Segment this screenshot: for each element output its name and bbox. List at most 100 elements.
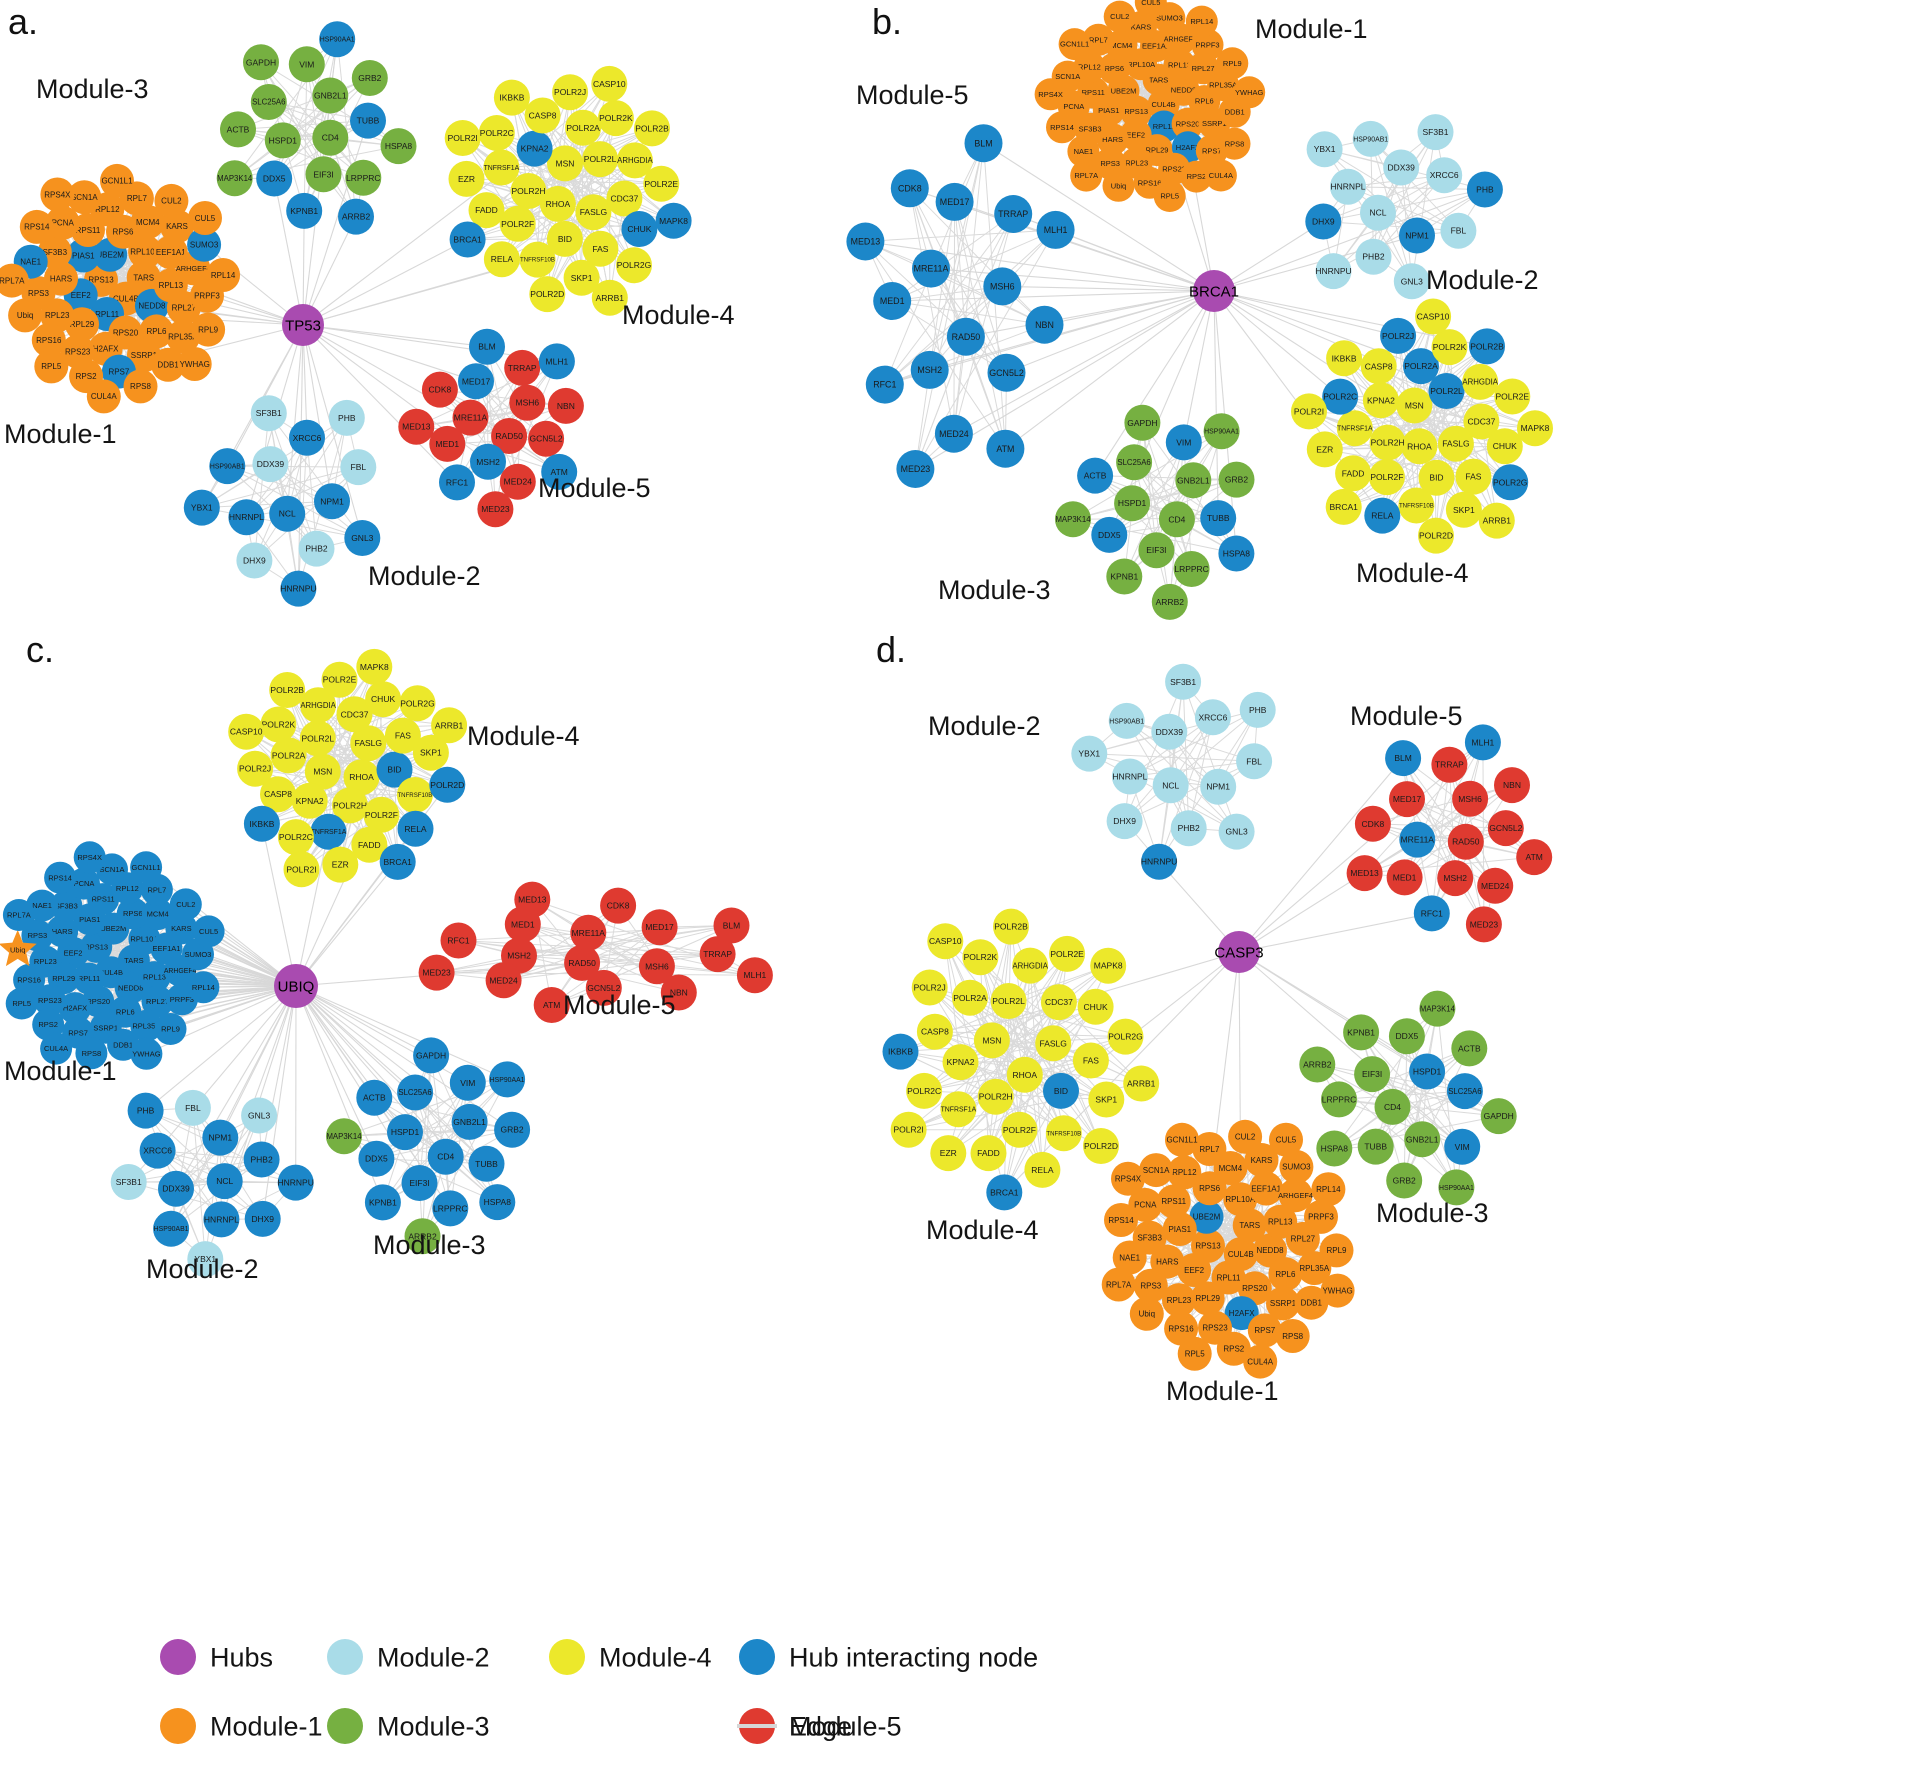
node-GNB2L1: GNB2L1 — [1404, 1121, 1441, 1158]
node-label: IKBKB — [1332, 353, 1357, 363]
node-LRPPRC: LRPPRC — [1173, 551, 1210, 587]
node-PHB2: PHB2 — [298, 530, 335, 567]
node-label: ARHGDIA — [300, 701, 336, 710]
node-EIF3I: EIF3I — [1138, 532, 1175, 569]
node-RPL29: RPL29 — [1190, 1281, 1225, 1316]
node-PCNA: PCNA — [1128, 1187, 1163, 1222]
node-DDX39: DDX39 — [1151, 713, 1188, 750]
node-label: TNFRSF1A — [1337, 426, 1373, 433]
node-label: HNRNPU — [278, 1178, 314, 1188]
node-FADD: FADD — [1335, 455, 1372, 492]
node-label: NAE1 — [1119, 1253, 1140, 1262]
node-CUL4A: CUL4A — [1243, 1344, 1278, 1379]
node-CD4: CD4 — [1158, 501, 1195, 538]
node-XRCC6: XRCC6 — [289, 419, 325, 456]
node-label: DDX5 — [365, 1154, 388, 1164]
node-label: MED24 — [939, 429, 969, 439]
node-NCL: NCL — [1360, 194, 1396, 231]
node-label: KPNA2 — [296, 796, 324, 806]
node-label: UBE2M — [1111, 86, 1137, 95]
node-DHX9: DHX9 — [1106, 803, 1143, 840]
module-label: Module-5 — [856, 80, 969, 110]
node-label: POLR2I — [893, 1125, 923, 1135]
node-label: RPL7A — [7, 911, 31, 920]
node-MED1: MED1 — [873, 282, 912, 320]
node-label: SKP1 — [1095, 1094, 1117, 1104]
node-RPS7: RPS7 — [1247, 1313, 1282, 1348]
node-label: RPS6 — [1105, 64, 1125, 73]
node-RPL11: RPL11 — [1211, 1260, 1246, 1295]
node-YWHAG: YWHAG — [177, 347, 212, 381]
node-MED23: MED23 — [477, 491, 514, 528]
node-label: CDK8 — [898, 183, 922, 193]
node-label: RPS23 — [1162, 164, 1186, 173]
node-POLR2B: POLR2B — [1469, 328, 1505, 365]
module-label: Module-3 — [938, 575, 1051, 605]
node-label: RPL7 — [1089, 35, 1108, 44]
node-label: EZR — [332, 860, 349, 870]
node-RPL7A: RPL7A — [2, 899, 35, 931]
node-label: PHB — [137, 1106, 155, 1116]
nodes-layer: NCLDDX39NPM1HNRNPLXRCC6PHB2HSP90AB1FBLDH… — [882, 663, 1553, 1379]
node-label: SCN1A — [99, 865, 124, 874]
node-label: RPS2 — [38, 1020, 58, 1029]
node-label: PRPF3 — [1195, 41, 1219, 50]
node-SF3B1: SF3B1 — [1417, 114, 1454, 151]
node-label: MED13 — [518, 895, 547, 905]
node-RPL7A: RPL7A — [1070, 159, 1103, 192]
node-POLR2C: POLR2C — [1322, 378, 1359, 415]
node-label: HNRNPU — [1141, 857, 1177, 867]
node-label: BLM — [723, 920, 740, 930]
node-label: TUBB — [1207, 513, 1230, 523]
node-FBL: FBL — [1440, 212, 1477, 249]
node-label: POLR2K — [964, 952, 998, 962]
node-CUL5: CUL5 — [1134, 0, 1167, 19]
node-label: MAP3K14 — [217, 174, 253, 183]
node-HSP90AA1: HSP90AA1 — [1203, 413, 1240, 450]
node-label: LRPPRC — [1322, 1094, 1356, 1104]
node-label: MCM4 — [1219, 1164, 1243, 1173]
node-label: RPL35A — [168, 333, 198, 342]
node-PHB: PHB — [1239, 691, 1276, 728]
node-label: RELA — [404, 824, 427, 834]
node-label: RPL10A — [1127, 60, 1155, 69]
node-label: GNB2L1 — [1406, 1134, 1439, 1144]
node-label: CUL5 — [1276, 1136, 1297, 1145]
node-RFC1: RFC1 — [865, 365, 904, 404]
node-CUL2: CUL2 — [1103, 0, 1136, 33]
node-NAE1: NAE1 — [1067, 135, 1100, 168]
node-MED13: MED13 — [398, 408, 435, 445]
node-label: RELA — [1031, 1165, 1054, 1175]
node-RPL14: RPL14 — [206, 258, 241, 292]
node-CD4: CD4 — [427, 1138, 464, 1175]
module-label: Module-1 — [4, 1056, 117, 1086]
node-label: POLR2F — [1003, 1125, 1036, 1135]
node-CUL4A: CUL4A — [40, 1032, 73, 1065]
node-label: POLR2L — [992, 996, 1025, 1006]
node-label: RPS20 — [1242, 1284, 1268, 1293]
node-IKBKB: IKBKB — [882, 1033, 919, 1070]
node-VIM: VIM — [449, 1064, 486, 1101]
node-FADD: FADD — [351, 826, 388, 863]
node-MSH2: MSH2 — [1437, 860, 1474, 897]
node-GCN5L2: GCN5L2 — [585, 969, 622, 1006]
node-HNRNPU: HNRNPU — [278, 1164, 314, 1201]
node-label: RPS20 — [1176, 119, 1200, 128]
node-label: RPS16 — [1138, 178, 1162, 187]
node-MLH1: MLH1 — [736, 957, 773, 994]
node-Ubiq: Ubiq — [1102, 169, 1135, 202]
node-DHX9: DHX9 — [244, 1200, 281, 1237]
node-CASP10: CASP10 — [1415, 298, 1452, 335]
node-GCN1L1: GCN1L1 — [130, 851, 163, 884]
node-CUL5: CUL5 — [192, 915, 225, 948]
node-label: GCN5L2 — [989, 368, 1024, 378]
node-DDX5: DDX5 — [1091, 516, 1128, 553]
node-CDK8: CDK8 — [1354, 805, 1391, 842]
node-label: LRPPRC — [1174, 564, 1208, 574]
node-MED24: MED24 — [485, 962, 522, 999]
node-MAP3K14: MAP3K14 — [326, 1118, 362, 1155]
node-label: RPL7A — [1074, 171, 1098, 180]
node-label: HSPA8 — [484, 1197, 512, 1207]
node-ACTB: ACTB — [1077, 457, 1114, 494]
node-label: CUL4B — [1228, 1250, 1254, 1259]
